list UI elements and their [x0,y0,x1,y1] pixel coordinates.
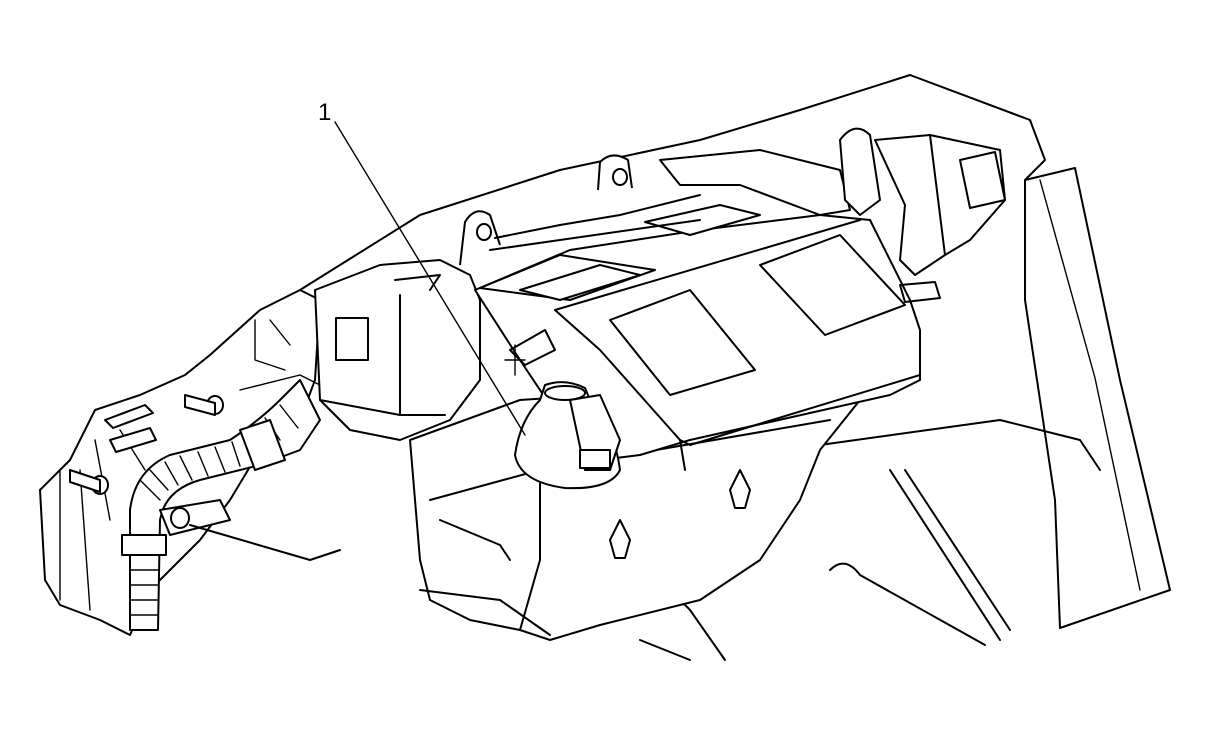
callout-1: 1 [318,99,526,436]
vehicle-body-panels [299,74,1171,661]
wiring-harness [121,374,341,631]
callout-label: 1 [318,99,331,126]
top-duct-and-tabs [459,127,1006,303]
blower-housing [314,259,481,441]
callout-leader-line [334,121,526,436]
drain-actuator [504,329,621,490]
